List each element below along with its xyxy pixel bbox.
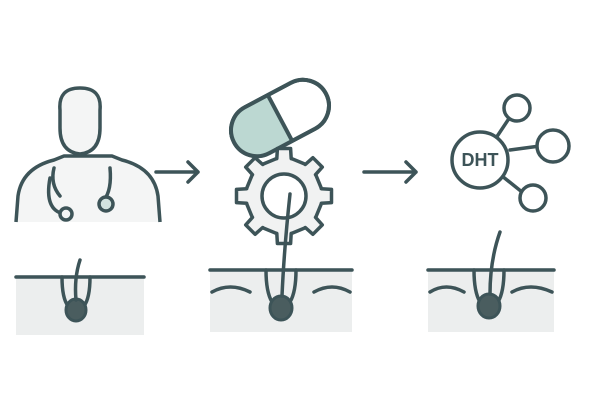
hair-shaft-2 xyxy=(280,192,292,298)
hair-shaft-3 xyxy=(488,230,502,296)
stethoscope-chestpiece xyxy=(97,195,115,213)
hair-bulb-1 xyxy=(64,297,88,323)
molecule-atom-core xyxy=(450,130,510,190)
stethoscope-tube xyxy=(51,166,62,198)
arrow-right-icon-2 xyxy=(362,160,418,184)
hair-bulb-2 xyxy=(268,294,294,322)
molecule-icon: DHT xyxy=(450,93,571,213)
molecule-atom-right xyxy=(535,128,571,164)
doctor-body xyxy=(14,154,162,223)
pill-icon xyxy=(229,77,331,159)
hair-shaft-1 xyxy=(73,258,82,302)
hair-follicle-icon-2 xyxy=(208,192,354,332)
skin-wave-2 xyxy=(210,285,352,294)
arrow-right-icon xyxy=(154,160,200,184)
hair-follicle-icon-3 xyxy=(426,230,556,332)
doctor-icon xyxy=(14,86,162,223)
doctor-head xyxy=(58,86,102,156)
hair-follicle-icon xyxy=(14,258,146,335)
gear-hub xyxy=(260,172,308,220)
skin-wave-3 xyxy=(428,285,554,294)
molecule-label: DHT xyxy=(462,150,499,170)
hair-bulb-3 xyxy=(476,292,502,320)
molecule-atom-bottom xyxy=(518,183,548,213)
stethoscope-earpiece xyxy=(58,206,74,222)
molecule-atom-top xyxy=(502,93,532,123)
gear-icon xyxy=(234,146,334,246)
